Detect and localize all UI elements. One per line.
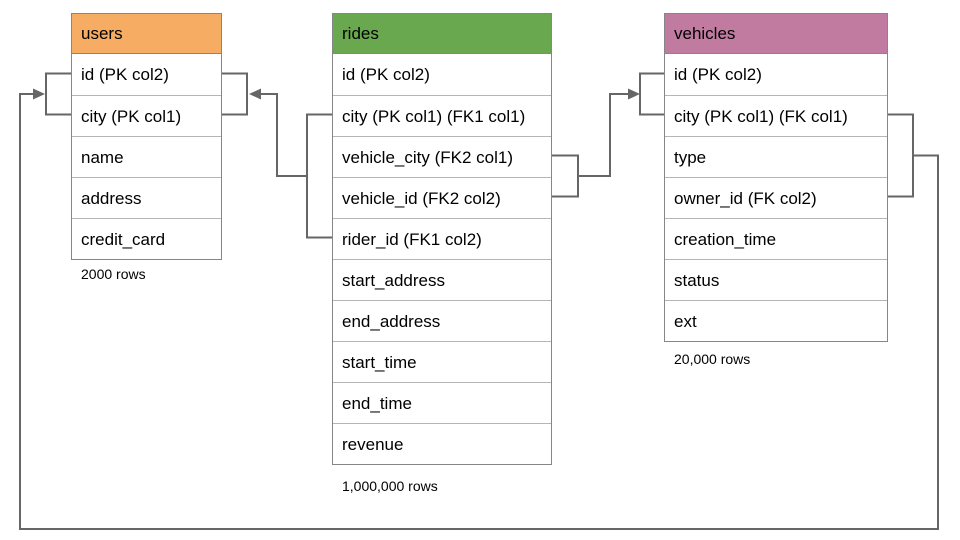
users-left-bracket [45,72,71,116]
vehicles-left-bracket [639,72,664,116]
table-rides-column-end-address: end_address [333,300,551,341]
table-rides-column-start-time: start_time [333,341,551,382]
relationship-vehicles-to-users [19,72,939,530]
arrowhead-into-users-left [33,88,45,100]
arrowhead-into-vehicles [628,88,640,100]
table-vehicles-column-type: type [665,136,887,177]
table-rides-rowcount: 1,000,000 rows [342,478,438,494]
table-users-column-name: name [72,136,221,177]
vehicles-right-bracket [888,113,914,198]
table-vehicles: vehicles id (PK col2) city (PK col1) (FK… [664,13,888,342]
rides-to-vehicles-connector-line [578,93,628,177]
table-vehicles-column-city: city (PK col1) (FK col1) [665,95,887,136]
table-rides-column-rider-id: rider_id (FK1 col2) [333,218,551,259]
table-users-rowcount: 2000 rows [81,266,146,282]
table-users-column-credit-card: credit_card [72,218,221,259]
table-rides-column-city: city (PK col1) (FK1 col1) [333,95,551,136]
table-users-header: users [72,14,221,54]
table-rides-column-vehicle-id: vehicle_id (FK2 col2) [333,177,551,218]
users-right-bracket [222,72,248,116]
relationship-rides-to-vehicles [552,72,664,198]
relationship-rides-to-users [222,72,332,239]
table-rides-column-start-address: start_address [333,259,551,300]
table-vehicles-header: vehicles [665,14,887,54]
table-rides-column-revenue: revenue [333,423,551,464]
rides-to-users-connector-line [261,93,307,177]
table-vehicles-column-ext: ext [665,300,887,341]
table-rides-column-vehicle-city: vehicle_city (FK2 col1) [333,136,551,177]
table-vehicles-rowcount: 20,000 rows [674,351,751,367]
table-vehicles-column-creation-time: creation_time [665,218,887,259]
table-rides: rides id (PK col2) city (PK col1) (FK1 c… [332,13,552,465]
table-users-column-city: city (PK col1) [72,95,221,136]
table-users: users id (PK col2) city (PK col1) name a… [71,13,222,260]
rides-left-bracket [306,113,332,239]
table-vehicles-column-status: status [665,259,887,300]
table-vehicles-column-id: id (PK col2) [665,54,887,95]
table-rides-column-end-time: end_time [333,382,551,423]
table-rides-header: rides [333,14,551,54]
arrowhead-into-users [249,88,261,100]
vehicles-to-users-loop-line [19,93,939,530]
table-vehicles-column-owner-id: owner_id (FK col2) [665,177,887,218]
table-rides-column-id: id (PK col2) [333,54,551,95]
rides-right-bracket [552,154,579,198]
table-users-column-id: id (PK col2) [72,54,221,95]
table-users-column-address: address [72,177,221,218]
